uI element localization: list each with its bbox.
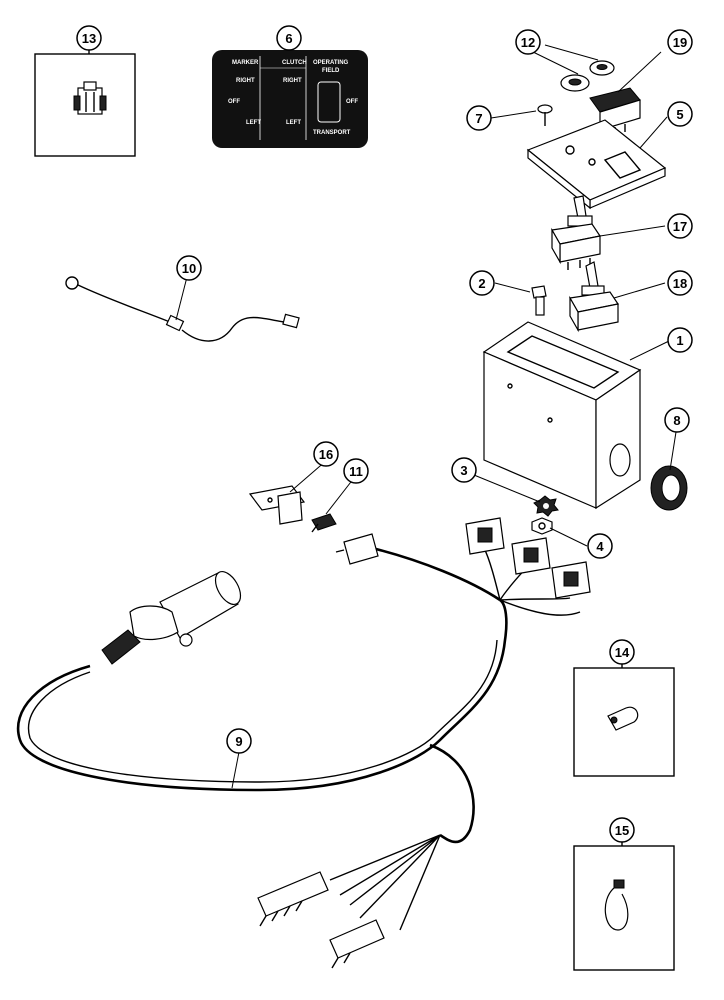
callout-4: 4 (587, 533, 613, 559)
callout-12: 12 (515, 29, 541, 55)
star-washer-3 (533, 495, 559, 517)
decal-transport: TRANSPORT (313, 130, 351, 136)
trailer-plug-icon (101, 571, 242, 665)
callout-label: 9 (235, 734, 242, 749)
callout-15: 15 (609, 817, 635, 843)
connector-housing-icon (73, 81, 107, 115)
two-pin-connector (329, 919, 385, 969)
decal-left-marker: LEFT (246, 120, 261, 126)
grommet-8 (650, 465, 688, 511)
callout-label: 12 (521, 35, 535, 50)
callout-label: 8 (673, 413, 680, 428)
callout-14: 14 (609, 639, 635, 665)
callout-label: 13 (82, 31, 96, 46)
callout-11: 11 (343, 458, 369, 484)
inset-15 (573, 840, 675, 971)
callout-label: 7 (475, 111, 482, 126)
callout-label: 17 (673, 219, 687, 234)
socket-b (511, 537, 551, 575)
screw-7 (537, 104, 553, 126)
grommet-12b (589, 60, 615, 76)
cover-plate-5 (526, 119, 667, 210)
decal-6: MARKER CLUTCH OPERATING FIELD RIGHT RIGH… (212, 50, 368, 148)
multi-pin-connector (257, 871, 329, 927)
bolt-2 (531, 285, 547, 316)
cable-end-plug (335, 533, 379, 565)
callout-6: 6 (276, 25, 302, 51)
callout-label: 1 (676, 333, 683, 348)
socket-a (465, 517, 505, 555)
inset-13 (34, 50, 136, 157)
decal-marker: MARKER (232, 60, 259, 66)
decal-clutch: CLUTCH (282, 60, 307, 66)
clamp-icon (607, 706, 639, 731)
callout-16: 16 (313, 441, 339, 467)
connector-11 (311, 513, 337, 533)
callout-2: 2 (469, 270, 495, 296)
callout-label: 2 (478, 276, 485, 291)
toggle-switch-18 (569, 261, 619, 333)
callout-label: 3 (460, 463, 467, 478)
harness-10 (65, 276, 300, 342)
decal-right-marker: RIGHT (236, 78, 255, 84)
callout-9: 9 (226, 728, 252, 754)
callout-label: 16 (319, 447, 333, 462)
callout-7: 7 (466, 105, 492, 131)
callout-label: 10 (182, 261, 196, 276)
decal-off-marker: OFF (228, 99, 240, 105)
callout-label: 5 (676, 107, 683, 122)
callout-17: 17 (667, 213, 693, 239)
switch-box-1 (482, 321, 642, 510)
callout-label: 4 (596, 539, 604, 554)
callout-1: 1 (667, 327, 693, 353)
callout-8: 8 (664, 407, 690, 433)
callout-label: 14 (615, 645, 630, 660)
toggle-switch-17 (551, 195, 601, 270)
inset-14 (573, 664, 675, 777)
decal-operating: OPERATING (313, 60, 349, 66)
callout-18: 18 (667, 270, 693, 296)
callout-label: 18 (673, 276, 687, 291)
callout-3: 3 (451, 457, 477, 483)
callout-label: 11 (349, 464, 363, 479)
callout-label: 15 (615, 823, 629, 838)
socket-c (551, 561, 591, 599)
decal-left-clutch: LEFT (286, 120, 301, 126)
leader-lines (175, 44, 677, 789)
grommet-12a (560, 74, 590, 92)
bracket-16 (248, 485, 306, 525)
main-harness-9 (16, 546, 581, 931)
decal-right-clutch: RIGHT (283, 78, 302, 84)
callout-label: 19 (673, 35, 687, 50)
nut-4 (531, 517, 553, 535)
decal-off-field: OFF (346, 99, 358, 105)
callout-5: 5 (667, 101, 693, 127)
decal-field: FIELD (322, 68, 340, 74)
callout-10: 10 (176, 255, 202, 281)
callout-label: 6 (285, 31, 292, 46)
callout-13: 13 (76, 25, 102, 51)
cable-tie-icon (604, 879, 629, 931)
callout-19: 19 (667, 29, 693, 55)
